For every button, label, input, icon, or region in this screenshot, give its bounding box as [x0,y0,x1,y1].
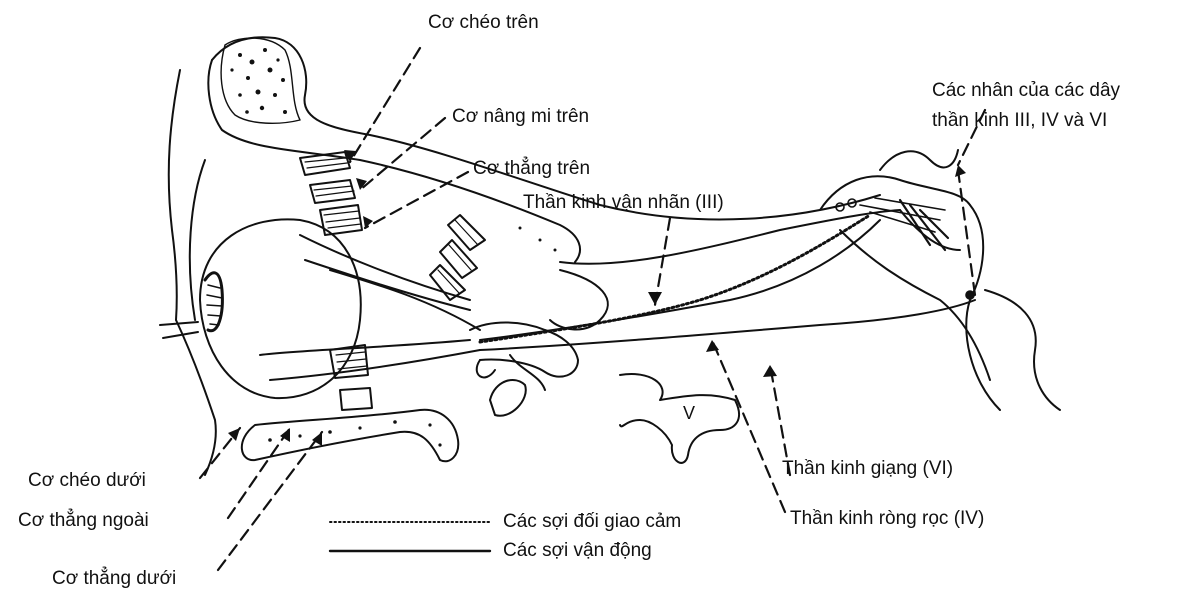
label-abducens-nerve: Thần kinh giạng (VI) [782,458,953,480]
extraocular-muscles [260,152,485,410]
label-lateral-rectus: Cơ thẳng ngoài [18,510,149,532]
label-inferior-oblique: Cơ chéo dưới [28,470,146,492]
orbit-bone-outline [169,37,880,475]
legend-solid-label: Các sợi vận động [503,540,652,562]
label-inferior-rectus: Cơ thẳng dưới [52,568,176,590]
label-trochlear-nerve: Thần kinh ròng rọc (IV) [790,508,984,530]
label-oculomotor-nerve: Thần kinh vận nhãn (III) [523,192,724,214]
label-trigeminal-mark: V [683,402,695,424]
label-levator-palpebrae: Cơ nâng mi trên [452,106,589,128]
legend-dotted-label: Các sợi đối giao cảm [503,511,681,533]
trigeminal-ganglion-outline [620,374,739,463]
label-leader-lines [200,48,985,570]
label-superior-oblique: Cơ chéo trên [428,12,539,34]
label-superior-rectus: Cơ thẳng trên [473,158,590,180]
label-nuclei-line2: thần kinh III, IV và VI [932,110,1107,132]
label-nuclei-line1: Các nhân của các dây [932,80,1120,102]
parasympathetic-fiber-path [480,215,870,342]
